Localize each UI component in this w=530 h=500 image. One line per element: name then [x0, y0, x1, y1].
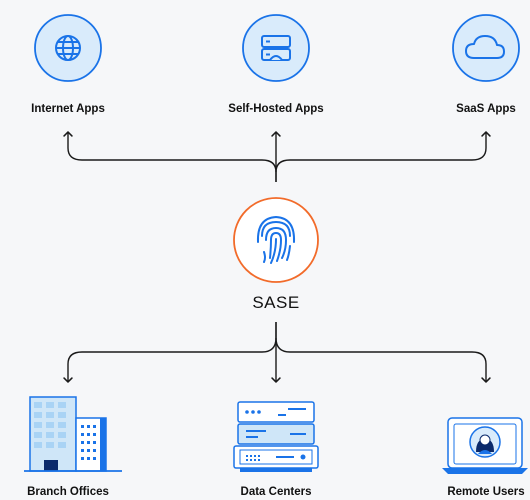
office-building-icon — [24, 396, 122, 472]
internet-apps-node — [34, 14, 102, 82]
self-hosted-apps-node — [242, 14, 310, 82]
branch-offices-node — [24, 396, 122, 472]
branch-offices-label: Branch Offices — [27, 486, 109, 498]
remote-users-label: Remote Users — [447, 486, 525, 498]
fingerprint-icon — [256, 215, 296, 264]
self-hosted-apps-label: Self-Hosted Apps — [228, 103, 324, 115]
connector-to-remote-users — [275, 337, 491, 383]
sase-node — [233, 197, 319, 283]
server-rack-icon — [233, 401, 319, 472]
cloud-icon — [465, 35, 505, 59]
saas-apps-label: SaaS Apps — [456, 103, 516, 115]
connector-to-internet-apps — [63, 131, 277, 182]
saas-apps-node — [452, 14, 520, 82]
top-connectors — [63, 131, 491, 182]
laptop-user-icon — [442, 417, 528, 474]
internet-apps-label: Internet Apps — [31, 103, 105, 115]
bottom-connectors — [63, 322, 491, 383]
data-centers-label: Data Centers — [240, 486, 312, 498]
remote-users-node — [442, 417, 528, 474]
server-stack-icon — [261, 35, 291, 61]
connector-to-branch-offices — [63, 322, 277, 383]
connector-to-saas-apps — [275, 131, 491, 173]
data-centers-node — [233, 401, 319, 472]
sase-label: SASE — [252, 293, 300, 312]
globe-icon — [55, 35, 81, 61]
